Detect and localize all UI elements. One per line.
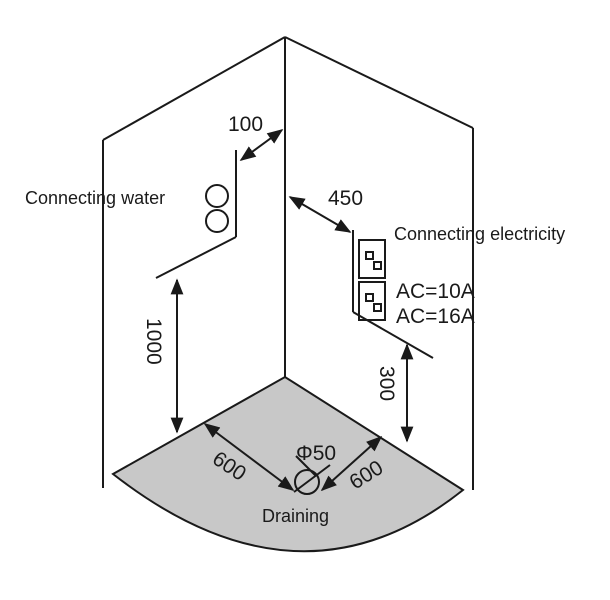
dim-arrow-socket-offset [288,196,352,233]
dim-arrow-floor-left [203,423,295,491]
ac-rating-16a: AC=16A [396,305,475,328]
dim-arrow-water-offset [239,129,284,161]
drain-icon [293,455,331,495]
electricity-connection-label: Connecting electricity [394,224,565,244]
electrical-socket-icon [352,230,434,359]
draining-label: Draining [262,506,329,526]
socket-offset-label: 450 [328,187,363,210]
water-height-label: 1000 [142,318,165,365]
left-wall-top-edge [102,36,286,141]
water-pipe-icon [155,150,237,279]
walls [102,36,474,490]
right-wall-top-edge [284,36,474,129]
dim-arrow-floor-right [320,435,383,492]
water-connection-label: Connecting water [25,188,165,208]
water-offset-label: 100 [228,113,263,136]
ac-rating-10a: AC=10A [396,280,475,303]
socket-height-label: 300 [375,366,398,401]
drain-diameter-label: Φ50 [296,442,336,465]
